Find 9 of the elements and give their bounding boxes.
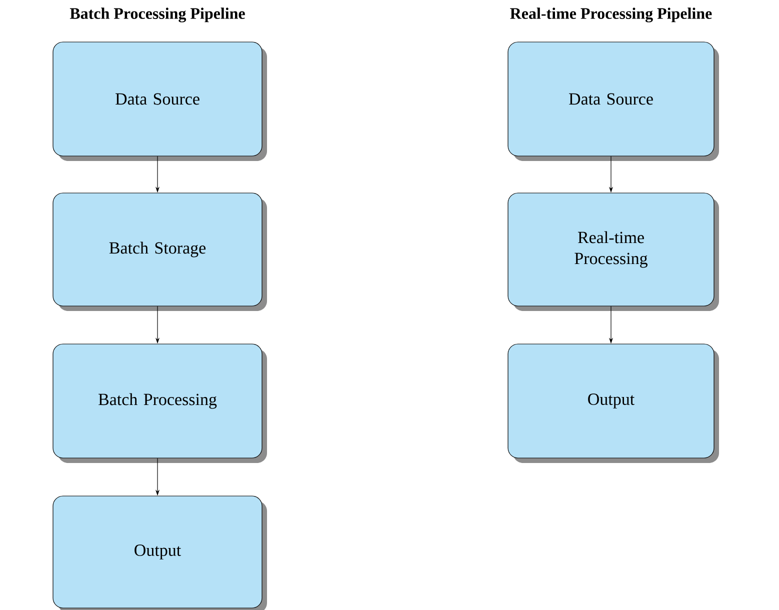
process-box: Output [508, 344, 719, 463]
column-heading: Real-time Processing Pipeline [510, 8, 712, 22]
process-box: Data Source [52, 42, 267, 161]
process-box: Output [52, 496, 267, 610]
process-box: Batch Storage [52, 192, 267, 311]
column-heading: Batch Processing Pipeline [70, 8, 245, 22]
process-box: Batch Processing [52, 344, 267, 463]
process-box: Data Source [508, 42, 719, 161]
process-box: Real-time Processing [508, 192, 719, 311]
